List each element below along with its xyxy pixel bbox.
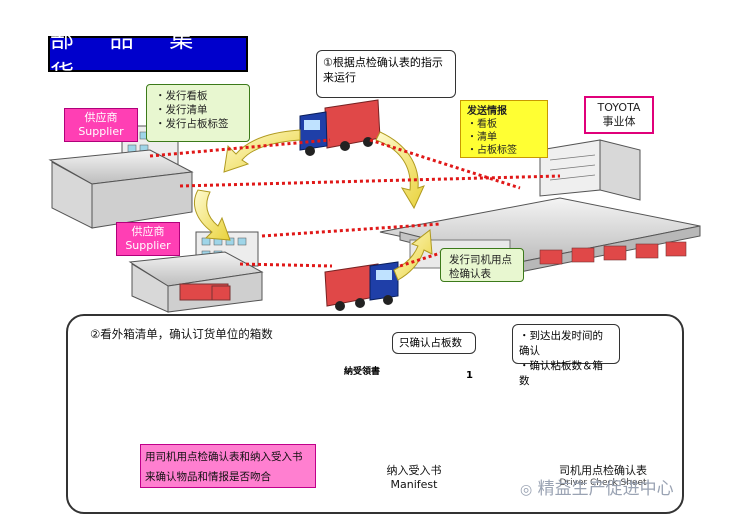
send-info-item: ・看板: [467, 119, 497, 130]
supplier2-label-en: Supplier: [125, 239, 171, 252]
supplier2-label-cn: 供应商: [131, 225, 165, 238]
confirm-list-item: ・到达出发时间的确认: [519, 330, 603, 357]
confirm-list-callout: ・到达出发时间的确认 ・确认粘板数＆箱数: [512, 324, 620, 387]
toyota-label-en: TOYOTA: [597, 101, 641, 114]
send-info-item: ・清单: [467, 132, 497, 143]
watermark-text: 精益生产促进中心: [537, 479, 674, 499]
step1-callout: ①根据点检确认表的指示来运行: [316, 50, 456, 98]
truck-top: [299, 99, 381, 156]
manifest-heading: 納受領書: [344, 367, 381, 377]
truck-bottom: [324, 261, 399, 311]
manifest-number: 1: [466, 370, 473, 381]
only-pallet-callout: 只确认占板数: [392, 332, 476, 354]
supplier1-label-cn: 供应商: [84, 111, 118, 124]
checksheet-label-en: Driver Check Sheet: [559, 478, 647, 488]
supplier1-label: 供应商 Supplier: [64, 108, 138, 142]
supplier1-notes-callout: ・发行看板 ・发行清单 ・发行占板标签: [146, 84, 250, 142]
confirm-list-item: ・确认粘板数＆箱数: [519, 360, 603, 387]
supplier1-label-en: Supplier: [78, 125, 124, 138]
manifest-label-cn: 纳入受入书: [386, 464, 442, 477]
send-info-heading: 发送情报: [467, 106, 507, 117]
wechat-icon: ◎: [520, 482, 533, 498]
watermark: ◎ 精益生产促进中心: [520, 474, 674, 499]
manifest-label-en: Manifest: [390, 478, 438, 491]
supplier1-note-item: ・发行看板: [155, 90, 208, 102]
toyota-label-cn: 事业体: [602, 115, 636, 128]
supplier1-note-item: ・发行清单: [155, 104, 208, 116]
checksheet-label-cn: 司机用点检确认表: [559, 464, 647, 477]
driver-note-callout: 发行司机用点检确认表: [440, 248, 524, 282]
checksheet-label: 司机用点检确认表 Driver Check Sheet: [548, 462, 658, 488]
send-info-item: ・占板标签: [467, 145, 517, 156]
send-info-callout: 发送情报 ・看板 ・清单 ・占板标签: [460, 100, 548, 158]
flow-arrows: [194, 129, 433, 281]
supplier2-label: 供应商 Supplier: [116, 222, 180, 256]
supplier1-note-item: ・发行占板标签: [155, 118, 229, 130]
step2-text: ②看外箱清单，确认订货单位的箱数: [90, 327, 273, 341]
toyota-label: TOYOTA 事业体: [584, 96, 654, 134]
manifest-label: 纳入受入书 Manifest: [374, 462, 454, 491]
supplier2-building: [128, 231, 264, 313]
forklift-note: 用司机用点检确认表和纳入受入书来确认物品和情报是否吻合: [140, 444, 316, 488]
